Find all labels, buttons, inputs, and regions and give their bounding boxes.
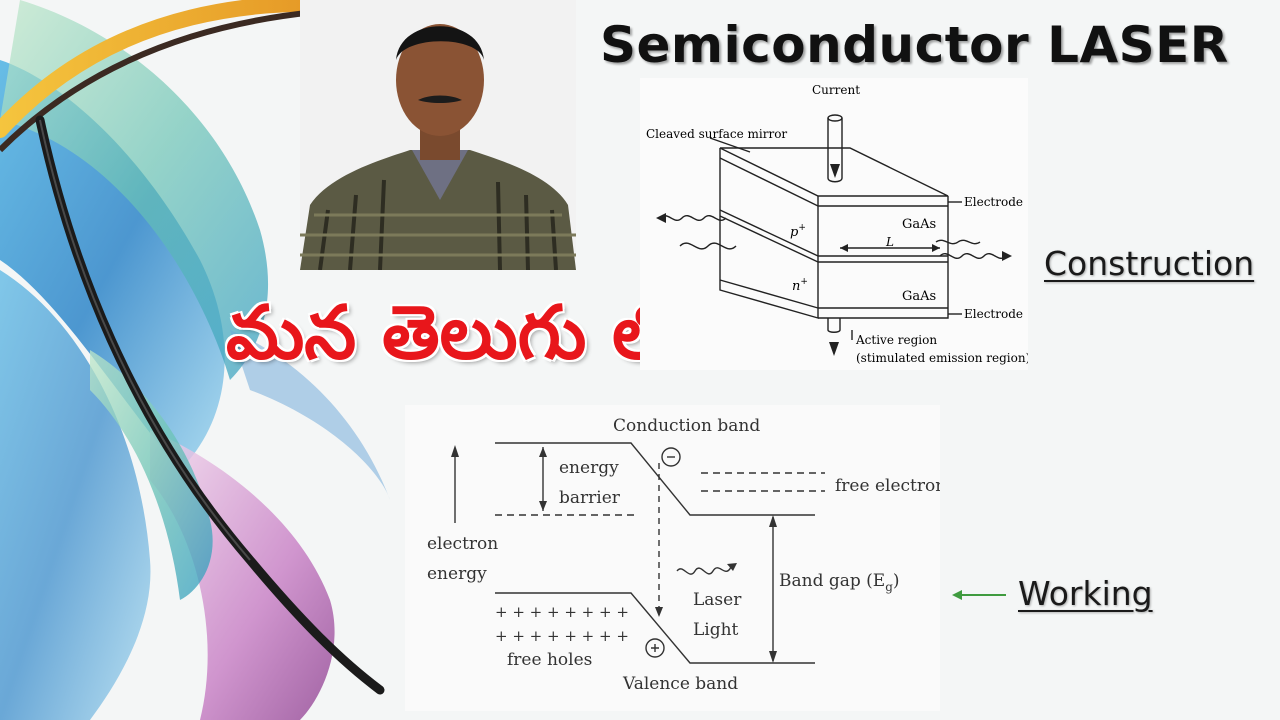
holes-row-1: + + + + + + + +	[495, 603, 629, 621]
gaas-top-label: GaAs	[902, 217, 936, 232]
holes-row-2: + + + + + + + +	[495, 627, 629, 645]
energy-barrier-label-1: energy	[559, 458, 619, 478]
page-title: Semiconductor LASER	[600, 16, 1229, 74]
band-diagram: Conduction band Valence band energy barr…	[405, 405, 940, 711]
p-region-label: p+	[790, 223, 806, 240]
electrode-bottom-label: Electrode	[964, 307, 1023, 321]
length-label: L	[885, 235, 894, 249]
electrode-top-label: Electrode	[964, 195, 1023, 209]
active-region-label: Active region	[855, 333, 937, 347]
construction-diagram: Current Cleaved surface mirror Electrode…	[640, 78, 1028, 370]
telugu-caption: మన తెలుగు లో	[226, 290, 689, 376]
active-region-note: (stimulated emission region)	[856, 351, 1028, 365]
gaas-bottom-label: GaAs	[902, 289, 936, 304]
presenter-photo	[300, 0, 576, 270]
free-electrons-label: free electrons	[835, 476, 940, 496]
energy-barrier-label-2: barrier	[559, 488, 621, 508]
electron-energy-label-1: electron	[427, 534, 498, 554]
band-gap-label: Band gap (Eg)	[779, 571, 900, 594]
conduction-band-label: Conduction band	[613, 416, 760, 436]
arrow-left-icon	[952, 590, 1006, 600]
valence-band-label: Valence band	[622, 674, 738, 694]
free-holes-label: free holes	[507, 650, 592, 670]
current-label: Current	[812, 83, 860, 97]
electron-energy-label-2: energy	[427, 564, 487, 584]
construction-label: Construction	[1044, 244, 1255, 283]
mirror-label: Cleaved surface mirror	[646, 127, 787, 141]
laser-label-2: Light	[693, 620, 739, 640]
laser-label-1: Laser	[693, 590, 742, 610]
working-label: Working	[1018, 574, 1153, 613]
n-region-label: n+	[792, 277, 808, 294]
